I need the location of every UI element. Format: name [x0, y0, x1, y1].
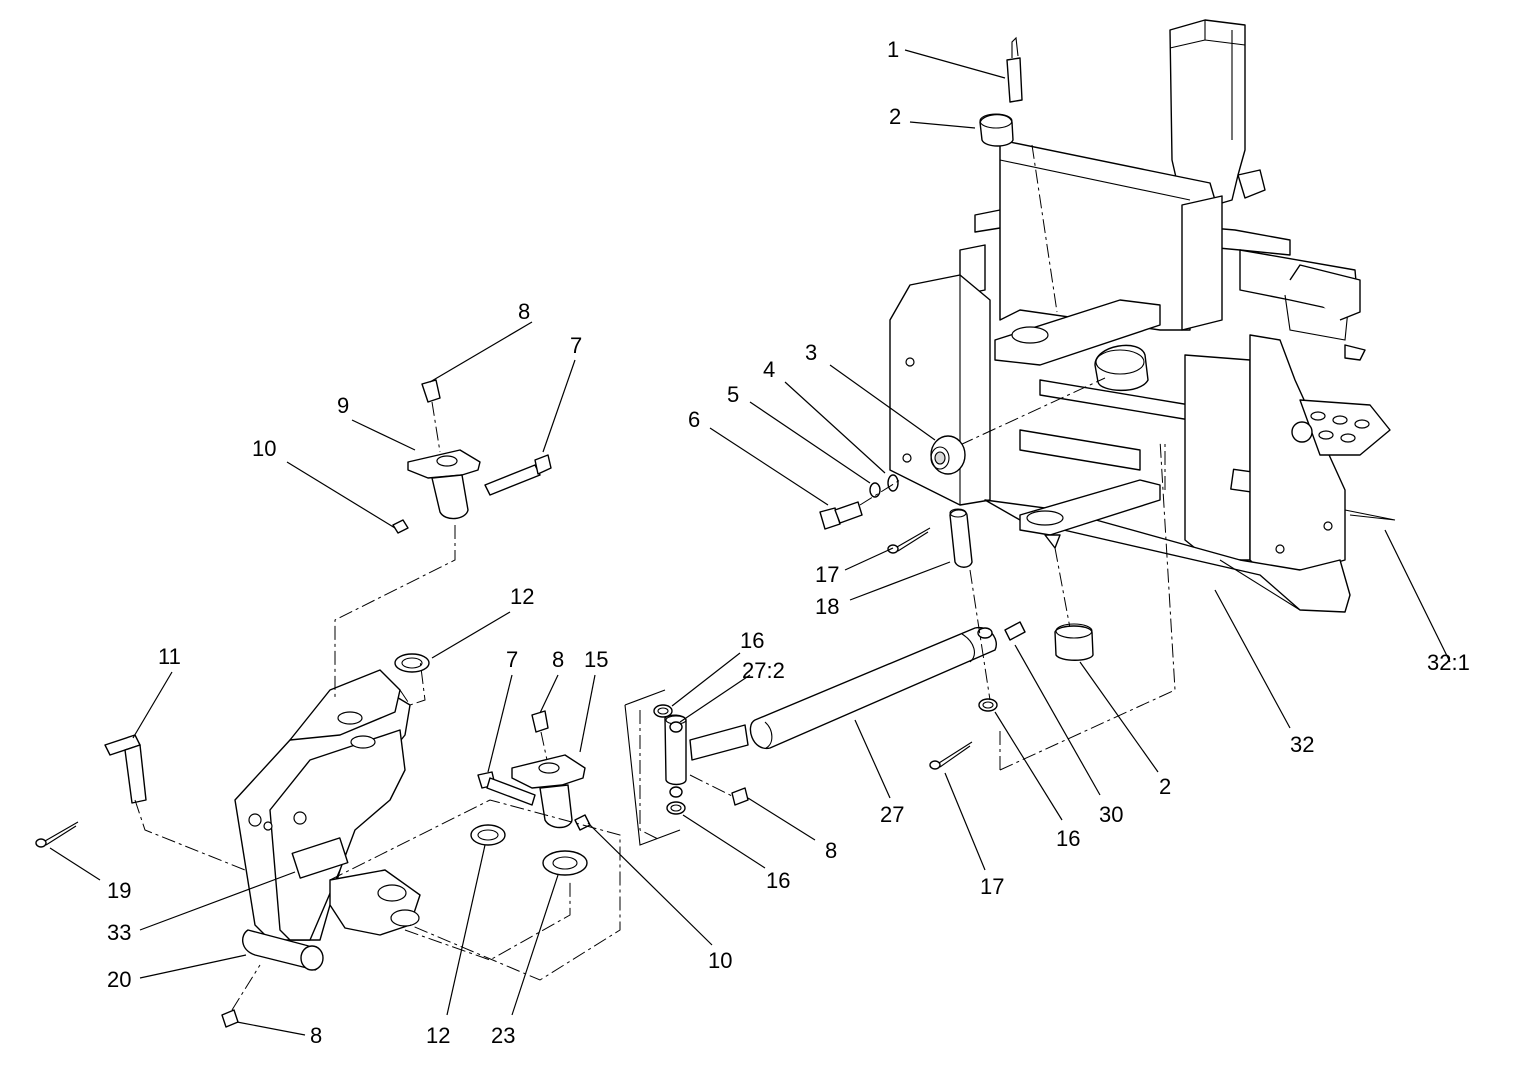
callout-32-1: 32:1 — [1427, 650, 1470, 675]
hydraulic-cylinder-part-27 — [664, 621, 1026, 798]
main-frame-assembly — [889, 19, 1391, 629]
cotter-pin-part-17-top — [887, 527, 931, 554]
callout-30: 30 — [1099, 802, 1123, 827]
callout-5: 5 — [727, 382, 739, 407]
bolt-part-6 — [819, 479, 901, 530]
callout-8-cylinder: 8 — [825, 838, 837, 863]
callout-20: 20 — [107, 967, 131, 992]
callout-17-top: 17 — [815, 562, 839, 587]
cylinder-plate-outline — [624, 689, 681, 846]
washer-part-4 — [887, 474, 899, 492]
callout-32: 32 — [1290, 732, 1314, 757]
bracket-part-9 — [407, 449, 481, 520]
cylinder-bracket-dash — [639, 710, 661, 841]
callout-7-mid: 7 — [506, 647, 518, 672]
callout-7-top: 7 — [570, 333, 582, 358]
washer-part-16-c — [978, 698, 998, 712]
callout-15: 15 — [584, 647, 608, 672]
callout-12-bottom: 12 — [426, 1023, 450, 1048]
callout-11: 11 — [158, 644, 181, 669]
callout-8-mid: 8 — [552, 647, 564, 672]
clevis-pin-part-18 — [949, 508, 973, 568]
callout-labels: 1 2 3 4 5 6 8 7 9 10 12 11 7 8 15 16 27:… — [107, 37, 1470, 1048]
callout-23: 23 — [491, 1023, 515, 1048]
callout-2-bottom: 2 — [1159, 774, 1171, 799]
callout-19: 19 — [107, 878, 131, 903]
callout-6: 6 — [688, 407, 700, 432]
grease-fitting-part-8-bottom — [221, 964, 261, 1028]
callout-27-2: 27:2 — [742, 658, 785, 683]
callout-33: 33 — [107, 920, 131, 945]
callout-16-top: 16 — [740, 628, 764, 653]
cotter-pin-part-17-bottom — [929, 741, 973, 770]
bushing-part-2-top — [979, 113, 1014, 147]
callout-12-top: 12 — [510, 584, 534, 609]
pin-part-1 — [1006, 36, 1023, 103]
assembly-dash-lines — [134, 439, 1396, 981]
leader-lines — [49, 49, 1451, 1036]
bracket-part-15 — [511, 754, 586, 829]
callout-10-mid: 10 — [708, 948, 732, 973]
callout-10-top: 10 — [252, 436, 276, 461]
callout-17-bottom: 17 — [980, 874, 1004, 899]
callout-3: 3 — [805, 340, 817, 365]
pivot-bracket-assembly — [234, 669, 421, 971]
nut-part-10-top — [392, 519, 409, 534]
callout-4: 4 — [763, 357, 775, 382]
bolt-part-7-top — [484, 454, 552, 496]
bolt-part-7-mid — [477, 771, 536, 806]
callout-8-bottom: 8 — [310, 1023, 322, 1048]
bushing-part-2-bottom — [1054, 623, 1094, 661]
pin-part-11 — [104, 734, 147, 804]
callout-2-top: 2 — [889, 104, 901, 129]
bushing-part-23 — [542, 850, 588, 876]
callout-9: 9 — [337, 393, 349, 418]
callout-18: 18 — [815, 594, 839, 619]
callout-8-top: 8 — [518, 299, 530, 324]
washer-part-16-b — [666, 801, 686, 815]
callout-16-right: 16 — [1056, 826, 1080, 851]
washer-part-5 — [869, 482, 881, 498]
callout-16-bottom: 16 — [766, 868, 790, 893]
callout-27: 27 — [880, 802, 904, 827]
nut-part-10-mid — [574, 814, 591, 831]
grease-fitting-part-8-mid — [531, 710, 549, 761]
bearing-part-3 — [930, 435, 966, 475]
grease-fitting-part-8-top — [421, 379, 441, 453]
cotter-pin-part-19 — [35, 821, 79, 848]
callout-1: 1 — [887, 37, 899, 62]
washer-part-12-bottom — [470, 824, 506, 846]
grease-fitting-part-8-cylinder — [689, 774, 749, 806]
washer-part-16-a — [653, 704, 673, 718]
washer-part-12-top — [394, 653, 430, 673]
